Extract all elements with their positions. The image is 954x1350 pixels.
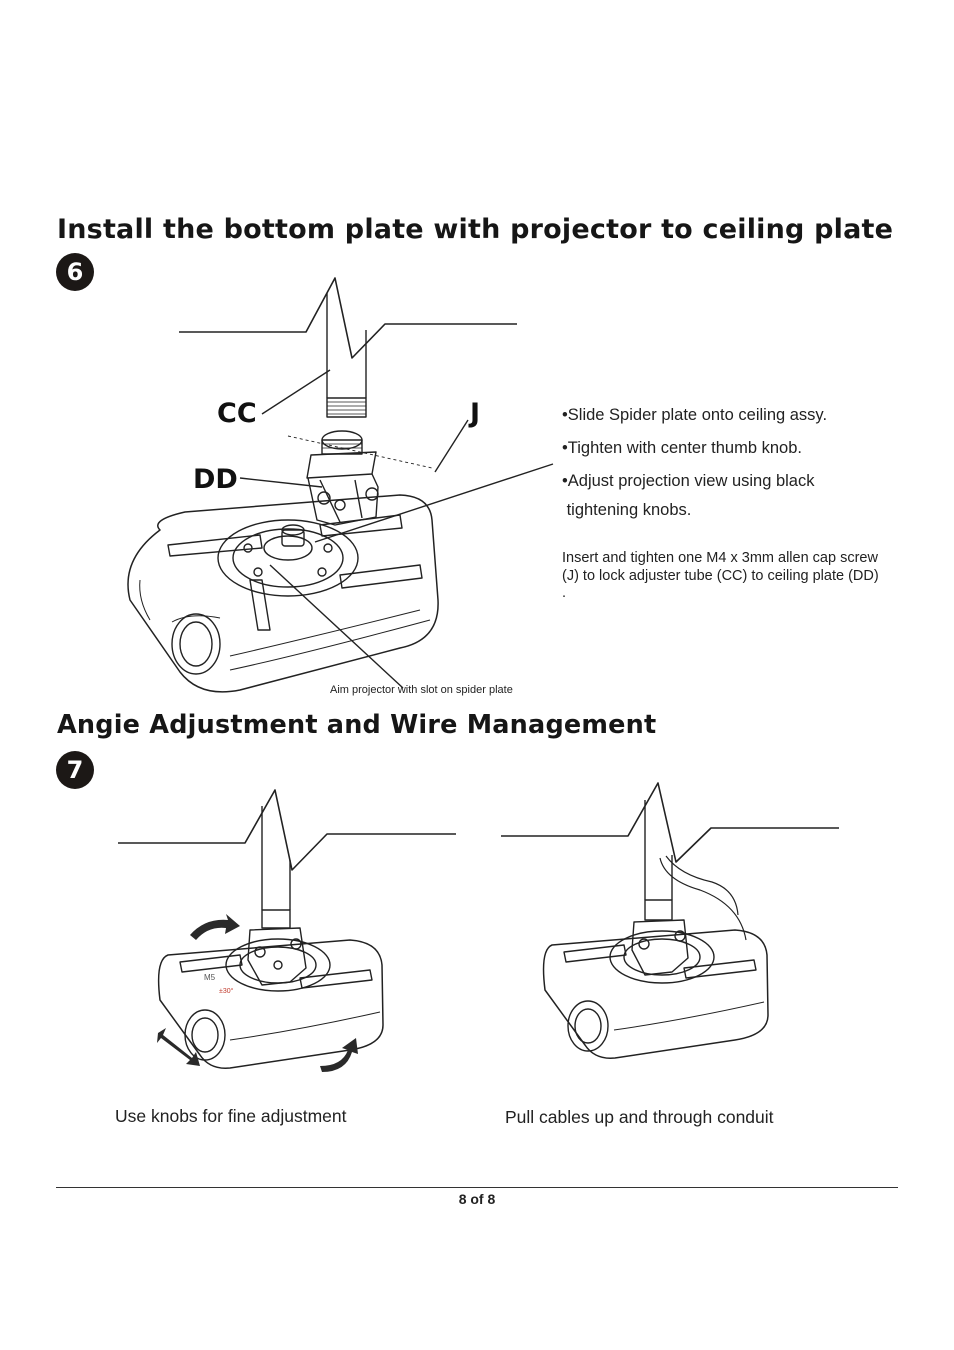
footer-divider <box>56 1187 898 1188</box>
aim-caption: Aim projector with slot on spider plate <box>330 684 513 696</box>
allen-screw-note: Insert and tighten one M4 x 3mm allen ca… <box>562 550 879 601</box>
bullet-slide: •Slide Spider plate onto ceiling assy. <box>562 406 828 424</box>
label-dd: DD <box>193 464 238 495</box>
step-7-badge: 7 <box>56 751 94 789</box>
bullet-adjust-cont: tightening knobs. <box>562 501 692 519</box>
caption-pull-cables: Pull cables up and through conduit <box>505 1107 774 1127</box>
section-6-title: Install the bottom plate with projector … <box>57 214 894 245</box>
label-j: J <box>470 398 481 429</box>
m5-label: M5 <box>204 973 216 982</box>
bullet-adjust: •Adjust projection view using black <box>562 472 815 490</box>
section-7-title: Angie Adjustment and Wire Management <box>57 710 657 740</box>
angle-label: ±30° <box>219 988 234 995</box>
page-number: 8 of 8 <box>458 1191 496 1207</box>
step-6-badge: 6 <box>56 253 94 291</box>
caption-fine-adjustment: Use knobs for fine adjustment <box>115 1106 347 1126</box>
bullet-tighten: •Tighten with center thumb knob. <box>562 439 802 457</box>
label-cc: CC <box>217 398 257 429</box>
